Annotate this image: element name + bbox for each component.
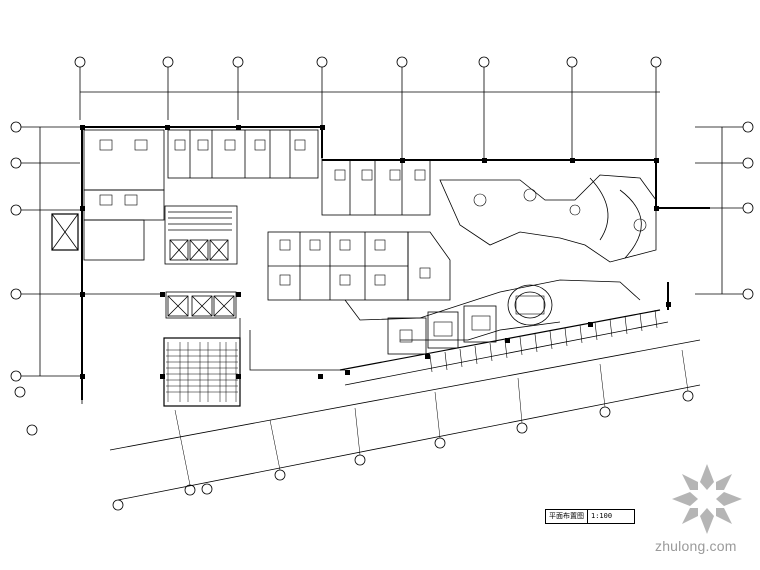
drawing-title: 平面布置图 [549, 512, 584, 520]
drawing-title-block: 平面布置图 1:100 [545, 509, 635, 524]
bottom-axis-bubbles [26, 390, 694, 511]
top-axis-bubbles [74, 56, 662, 160]
watermark-text: zhulong.com [655, 538, 737, 554]
left-axis-bubbles [10, 121, 80, 398]
furniture-layout [99, 139, 647, 343]
right-axis-bubbles [695, 121, 754, 300]
zhulong-logo [668, 460, 746, 538]
drawing-scale: 1:100 [587, 510, 615, 523]
